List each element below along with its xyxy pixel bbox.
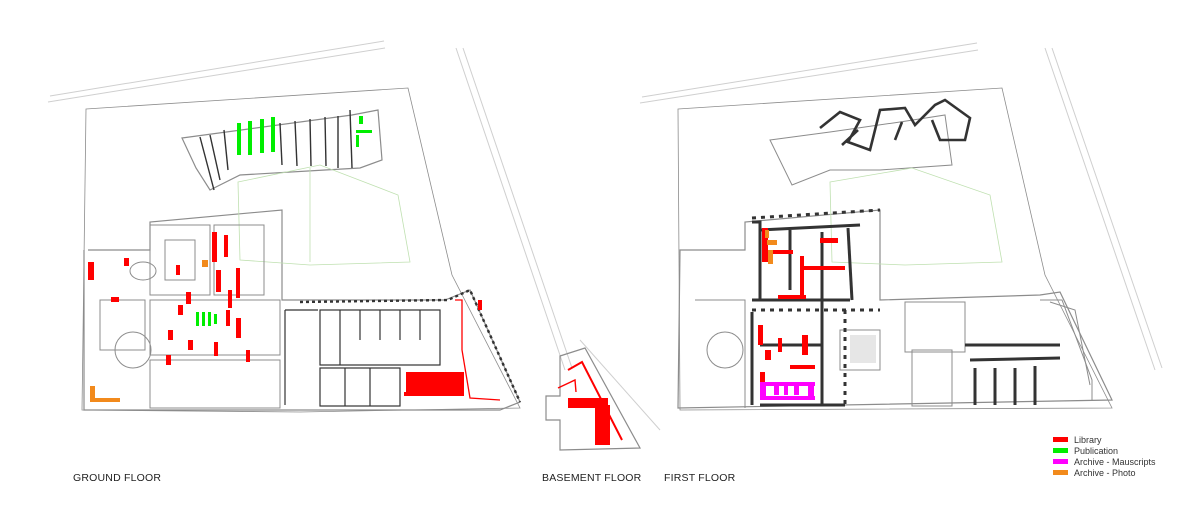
legend-item-publication: Publication [1053, 445, 1156, 456]
legend-label: Library [1074, 434, 1102, 445]
first-floor-plan [639, 42, 1163, 411]
ground-floor-plan [47, 40, 573, 413]
legend-item-archive-manuscripts: Archive - Mauscripts [1053, 456, 1156, 467]
legend-item-library: Library [1053, 434, 1156, 445]
ground-floor-label: GROUND FLOOR [73, 472, 162, 484]
library-swatch [1053, 437, 1068, 442]
legend-item-archive-photo: Archive - Photo [1053, 467, 1156, 478]
legend-label: Publication [1074, 445, 1119, 456]
legend: Library Publication Archive - Mauscripts… [1053, 434, 1156, 478]
publication-swatch [1053, 448, 1068, 453]
basement-floor-plan [545, 339, 661, 451]
archive-photo-swatch [1053, 470, 1068, 475]
legend-label: Archive - Mauscripts [1074, 456, 1156, 467]
archive-manuscripts-swatch [1053, 459, 1068, 464]
basement-floor-label: BASEMENT FLOOR [542, 472, 642, 484]
first-floor-label: FIRST FLOOR [664, 472, 736, 484]
legend-label: Archive - Photo [1074, 467, 1136, 478]
